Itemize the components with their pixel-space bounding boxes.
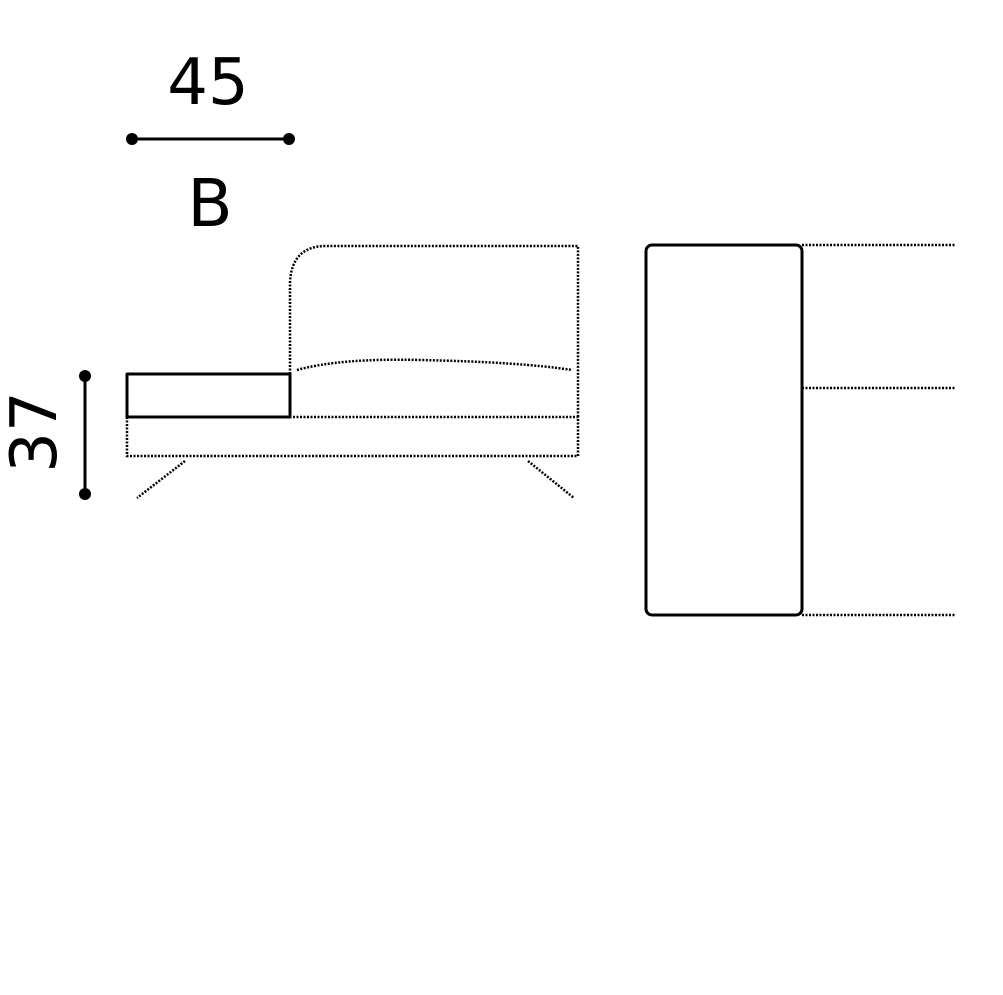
highlighted-module-top <box>644 243 804 617</box>
width-dimension-endpoint-right <box>283 133 295 145</box>
height-dimension-endpoint-top <box>79 370 91 382</box>
leg-right <box>527 460 575 499</box>
front-view <box>125 244 580 499</box>
top-view <box>644 243 955 617</box>
width-label: B <box>187 165 232 242</box>
width-dimension: 45 B <box>126 46 295 242</box>
seat-base-outline <box>125 415 580 458</box>
backrest-outline <box>288 244 580 417</box>
width-dimension-endpoint-left <box>126 133 138 145</box>
leg-left <box>136 460 186 499</box>
highlighted-module-front <box>125 372 292 419</box>
height-dimension-endpoint-bottom <box>79 488 91 500</box>
height-value: 37 <box>0 391 72 472</box>
width-value: 45 <box>167 46 248 120</box>
height-dimension: 37 <box>0 370 91 500</box>
seat-cushion-line <box>296 358 573 372</box>
